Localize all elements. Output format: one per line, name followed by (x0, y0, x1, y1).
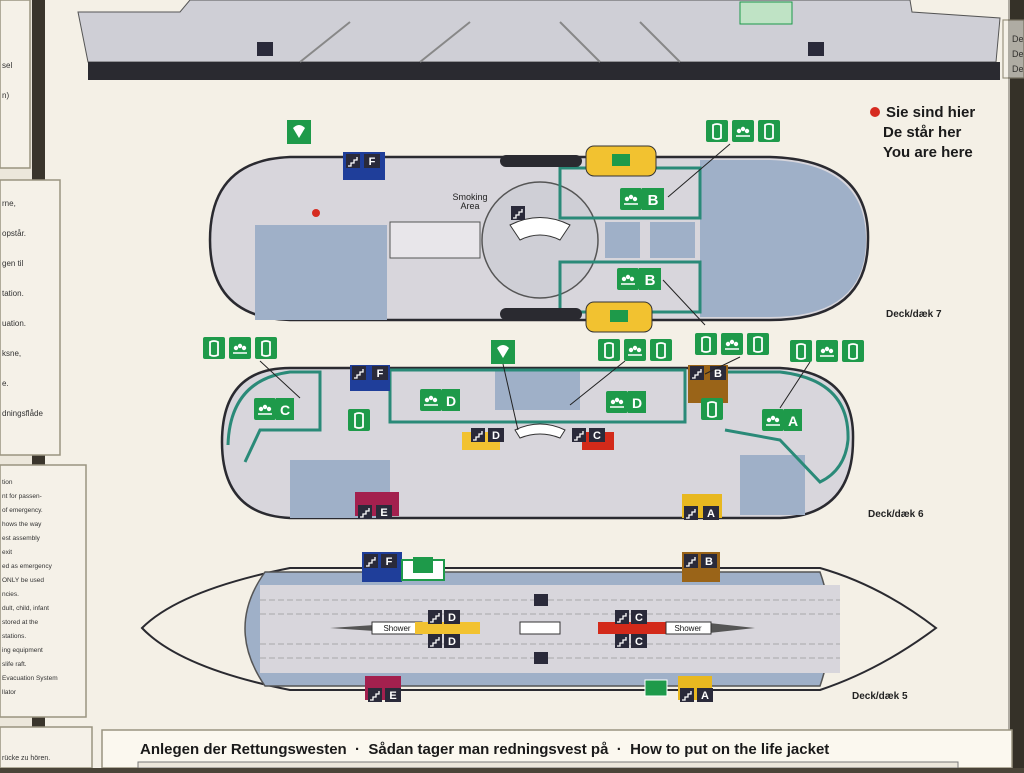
station-c-label: C (280, 402, 290, 418)
station-a-deck6-label: A (707, 508, 715, 520)
station-b-deck5-label: B (705, 556, 713, 568)
left-panel-line: tion (2, 479, 13, 486)
left-panel-line: dningsflåde (2, 409, 43, 418)
left-panel-line: Evacuation System (2, 675, 58, 682)
left-panel-line: sel (2, 61, 12, 70)
location-marker-icon (870, 107, 880, 117)
station-f-label: F (369, 156, 376, 168)
deck-7-plan: F Smoking Area B B Deck/dæk 7 (208, 119, 942, 333)
lifejacket-instructions-title: Anlegen der Rettungswesten · Sådan tager… (140, 741, 829, 758)
left-panel-line: stations. (2, 633, 26, 640)
left-bottom-snippet: rücke zu hören. (2, 755, 50, 762)
left-panel-line: of emergency. (2, 507, 43, 514)
left-panel-text-2: rne, opstår. gen til tation. uation. ksne, e. d… (2, 199, 43, 418)
station-e-deck6-label: E (380, 507, 387, 519)
left-panel-line: gen til (2, 259, 24, 268)
station-c-deck5-top: C (635, 612, 643, 624)
station-d-deck5-bottom: D (448, 636, 456, 648)
station-d-left-label: D (446, 393, 456, 409)
station-a-label: A (788, 413, 798, 429)
left-panel-line: e. (2, 379, 9, 388)
station-d-deck5-top: D (448, 612, 456, 624)
current-position-marker (312, 209, 320, 217)
left-panel-line: ed as emergency (2, 563, 53, 570)
lifejacket-signs-deck7 (705, 119, 781, 143)
left-panel-line: llator (2, 689, 17, 696)
left-panel-line: exit (2, 549, 12, 556)
deck-6-plan: E A B F D C C D D A (202, 332, 924, 521)
left-panel-line: tation. (2, 289, 24, 298)
legend-line-en: You are here (883, 144, 973, 161)
ship-side-profile (77, 0, 1001, 80)
left-panel-line: est assembly (2, 535, 41, 542)
station-e-deck5-label: E (389, 690, 396, 702)
shower-label-left: Shower (383, 624, 410, 633)
left-panel-line: stored at the (2, 619, 39, 626)
smoking-label-1: Smoking (452, 192, 487, 202)
left-panel-text-3: tion nt for passen-of emergency. hows the … (2, 479, 58, 696)
left-panel-line: ksne, (2, 349, 21, 358)
station-b-deck6-label: B (714, 368, 722, 380)
station-d-right-label: D (632, 395, 642, 411)
deck-5-plan: Shower Shower D D C C F B E A Deck/dæk 5 (140, 552, 938, 703)
station-f-deck5-label: F (386, 556, 393, 568)
left-panel-text-1: sel n) (2, 61, 12, 100)
station-f-deck6-label: F (377, 368, 384, 380)
right-snippet-2: De (1012, 49, 1024, 59)
legend-line-da: De står her (883, 124, 962, 141)
left-panel-line: ncies. (2, 591, 19, 598)
left-panel-line: rne, (2, 199, 16, 208)
station-d-deck6-label: D (492, 430, 500, 442)
left-panel-line: uation. (2, 319, 26, 328)
station-a-deck5-label: A (701, 690, 709, 702)
station-c-deck5-bottom: C (635, 636, 643, 648)
station-c-deck6-label: C (593, 430, 601, 442)
left-panel-line: ing equipment (2, 647, 43, 654)
right-snippet-3: De (1012, 64, 1024, 74)
left-panel-line: dult, child, infant (2, 605, 49, 612)
lifejacket-instructions-banner: Anlegen der Rettungswesten · Sådan tager… (101, 729, 1013, 769)
left-panel-line: hows the way (2, 521, 42, 528)
deck-7-label: Deck/dæk 7 (886, 309, 942, 320)
station-b-lower-label: B (645, 272, 656, 289)
left-panel-line: ONLY be used (2, 577, 44, 584)
left-panel-line: slife raft. (2, 661, 27, 668)
deck-5-label: Deck/dæk 5 (852, 691, 908, 702)
left-panel-line: nt for passen- (2, 493, 42, 500)
smoking-label-2: Area (460, 201, 479, 211)
legend-line-de: Sie sind hier (886, 104, 975, 121)
you-are-here-legend: Sie sind hier De står her You are here (870, 104, 975, 161)
station-b-upper-label: B (648, 192, 659, 209)
deck-6-label: Deck/dæk 6 (868, 509, 924, 520)
right-snippet-1: De (1012, 34, 1024, 44)
left-panel-line: n) (2, 91, 9, 100)
left-panel-line: opstår. (2, 229, 26, 238)
shower-label-right: Shower (674, 624, 701, 633)
